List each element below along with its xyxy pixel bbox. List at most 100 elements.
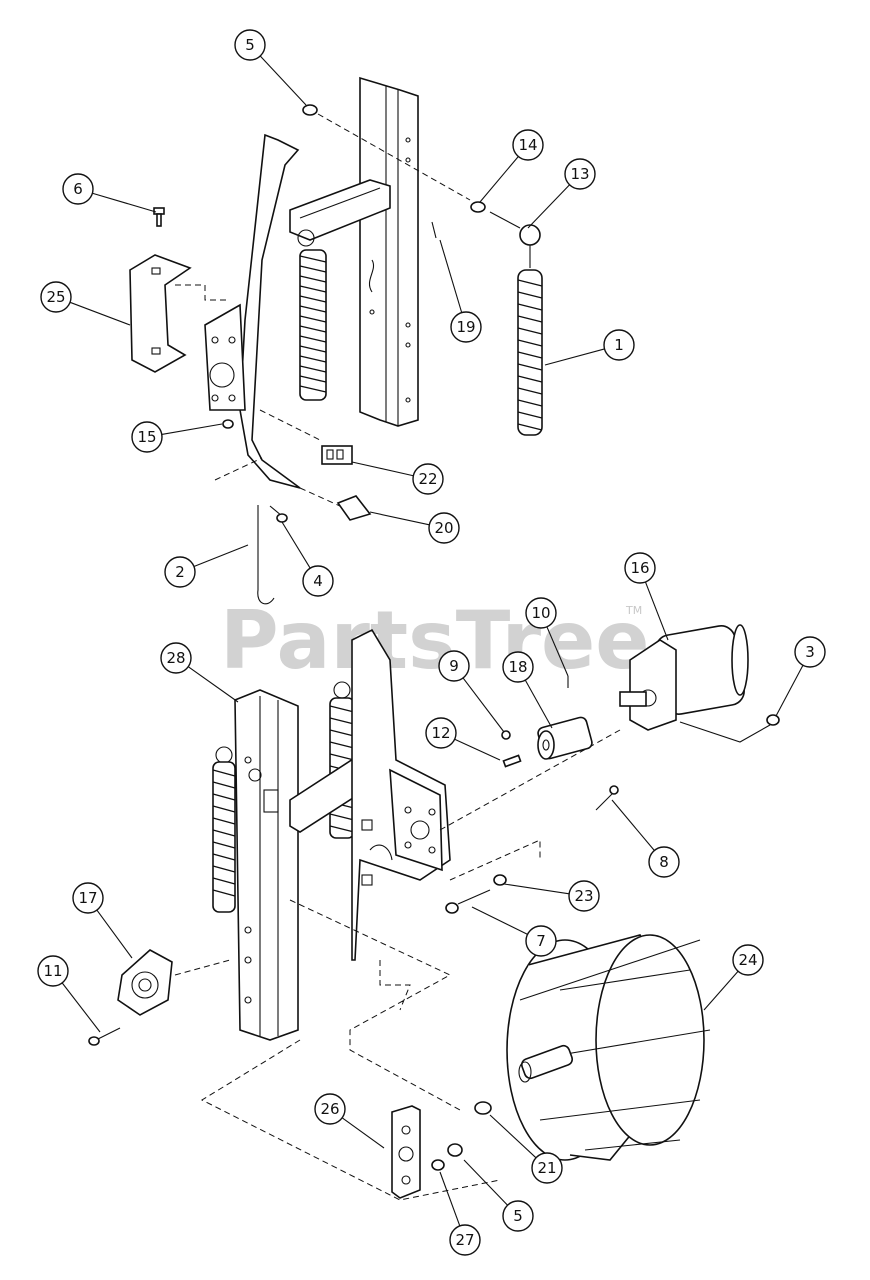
callout-label: 22: [418, 470, 437, 488]
callout-23: 23: [568, 880, 600, 912]
bolt-11: [88, 1027, 121, 1046]
callout-13: 13: [564, 158, 596, 190]
upper-side-bracket: [239, 133, 301, 489]
bolt-8: [595, 785, 619, 811]
clip-22: [321, 445, 353, 465]
callout-label: 16: [630, 559, 649, 577]
nut-27: [431, 1159, 445, 1171]
callout-leader-27: [439, 1171, 461, 1227]
nut-3: [766, 714, 780, 726]
callout-28: 28: [160, 642, 192, 674]
callout-leader-19: [439, 239, 463, 313]
callout-leader-4: [281, 521, 311, 569]
bolt-4: [269, 505, 288, 523]
lower-upright-28: [234, 689, 299, 1041]
callout-leader-28: [187, 666, 239, 703]
callout-label: 10: [531, 604, 550, 622]
lower-spring-left: [212, 746, 236, 913]
callout-leader-1: [544, 348, 605, 366]
washer-5-top: [302, 104, 318, 116]
callout-16: 16: [624, 552, 656, 584]
callout-leader-16: [644, 581, 669, 641]
plate-26: [391, 1105, 421, 1199]
washer-21: [474, 1101, 492, 1115]
callout-label: 19: [456, 318, 475, 336]
callout-17: 17: [72, 882, 104, 914]
callout-label: 5: [245, 36, 255, 54]
callout-21: 21: [531, 1152, 563, 1184]
drum-24: [506, 934, 711, 1161]
eyebolt-13: [489, 211, 541, 246]
callout-22: 22: [412, 463, 444, 495]
callout-3: 3: [794, 636, 826, 668]
clip-20: [336, 495, 372, 521]
callout-5: 5: [234, 29, 266, 61]
callout-19: 19: [450, 311, 482, 343]
bearing-plate: [361, 768, 443, 886]
callout-leader-18: [524, 679, 553, 729]
callout-11: 11: [37, 955, 69, 987]
callout-label: 27: [455, 1231, 474, 1249]
callout-label: 11: [43, 962, 62, 980]
callout-label: 1: [614, 336, 624, 354]
callout-leader-6: [92, 192, 157, 213]
callout-leader-24: [703, 970, 739, 1011]
callout-leader-7: [471, 906, 528, 935]
callout-label: 9: [449, 657, 459, 675]
callout-14: 14: [512, 129, 544, 161]
callout-label: 17: [78, 889, 97, 907]
callout-label: 6: [73, 180, 83, 198]
key-12: [502, 754, 522, 768]
callout-label: 28: [166, 649, 185, 667]
upper-spring-left: [297, 229, 327, 401]
callout-26: 26: [314, 1093, 346, 1125]
callout-label: 12: [431, 724, 450, 742]
callout-leader-9: [462, 677, 505, 733]
callout-label: 21: [537, 1159, 556, 1177]
callout-leader-12: [454, 738, 501, 761]
upper-channel-upright: [359, 76, 419, 427]
bearing-17: [117, 949, 173, 1016]
upper-assembly: [129, 76, 543, 605]
motor-16: [619, 624, 749, 731]
watermark-trademark: TM: [625, 604, 642, 617]
callout-27: 27: [449, 1224, 481, 1256]
upper-crossbar: [289, 179, 391, 241]
callout-leader-23: [503, 883, 570, 895]
callout-4: 4: [302, 565, 334, 597]
mounting-plate: [204, 303, 246, 411]
callout-leader-8: [611, 799, 655, 851]
callout-leader-3: [775, 664, 804, 717]
bolt-7: [445, 889, 491, 914]
callout-leader-5: [463, 1159, 508, 1206]
callout-leader-20: [369, 511, 430, 526]
callout-label: 3: [805, 643, 815, 661]
callout-leader-14: [479, 156, 519, 203]
pin-19: [431, 221, 437, 239]
callout-label: 2: [175, 563, 185, 581]
callout-label: 24: [738, 951, 757, 969]
callout-9: 9: [438, 650, 470, 682]
callout-label: 4: [313, 572, 323, 590]
callout-label: 8: [659, 853, 669, 871]
callout-7: 7: [525, 925, 557, 957]
bolt-6: [153, 207, 165, 227]
callout-15: 15: [131, 421, 163, 453]
rod-2: [257, 505, 275, 605]
callout-6: 6: [62, 173, 94, 205]
callout-label: 25: [46, 288, 65, 306]
callout-label: 20: [434, 519, 453, 537]
callout-leader-22: [351, 461, 414, 477]
callout-leader-21: [489, 1114, 537, 1159]
callout-2: 2: [164, 556, 196, 588]
spring-1: [517, 245, 543, 436]
callout-18: 18: [502, 651, 534, 683]
nut-9: [501, 730, 511, 740]
callout-label: 5: [513, 1207, 523, 1225]
coupler-18: [537, 716, 593, 760]
floor-footprint: [200, 899, 501, 1201]
callout-label: 18: [508, 658, 527, 676]
callout-leader-25: [69, 301, 131, 326]
